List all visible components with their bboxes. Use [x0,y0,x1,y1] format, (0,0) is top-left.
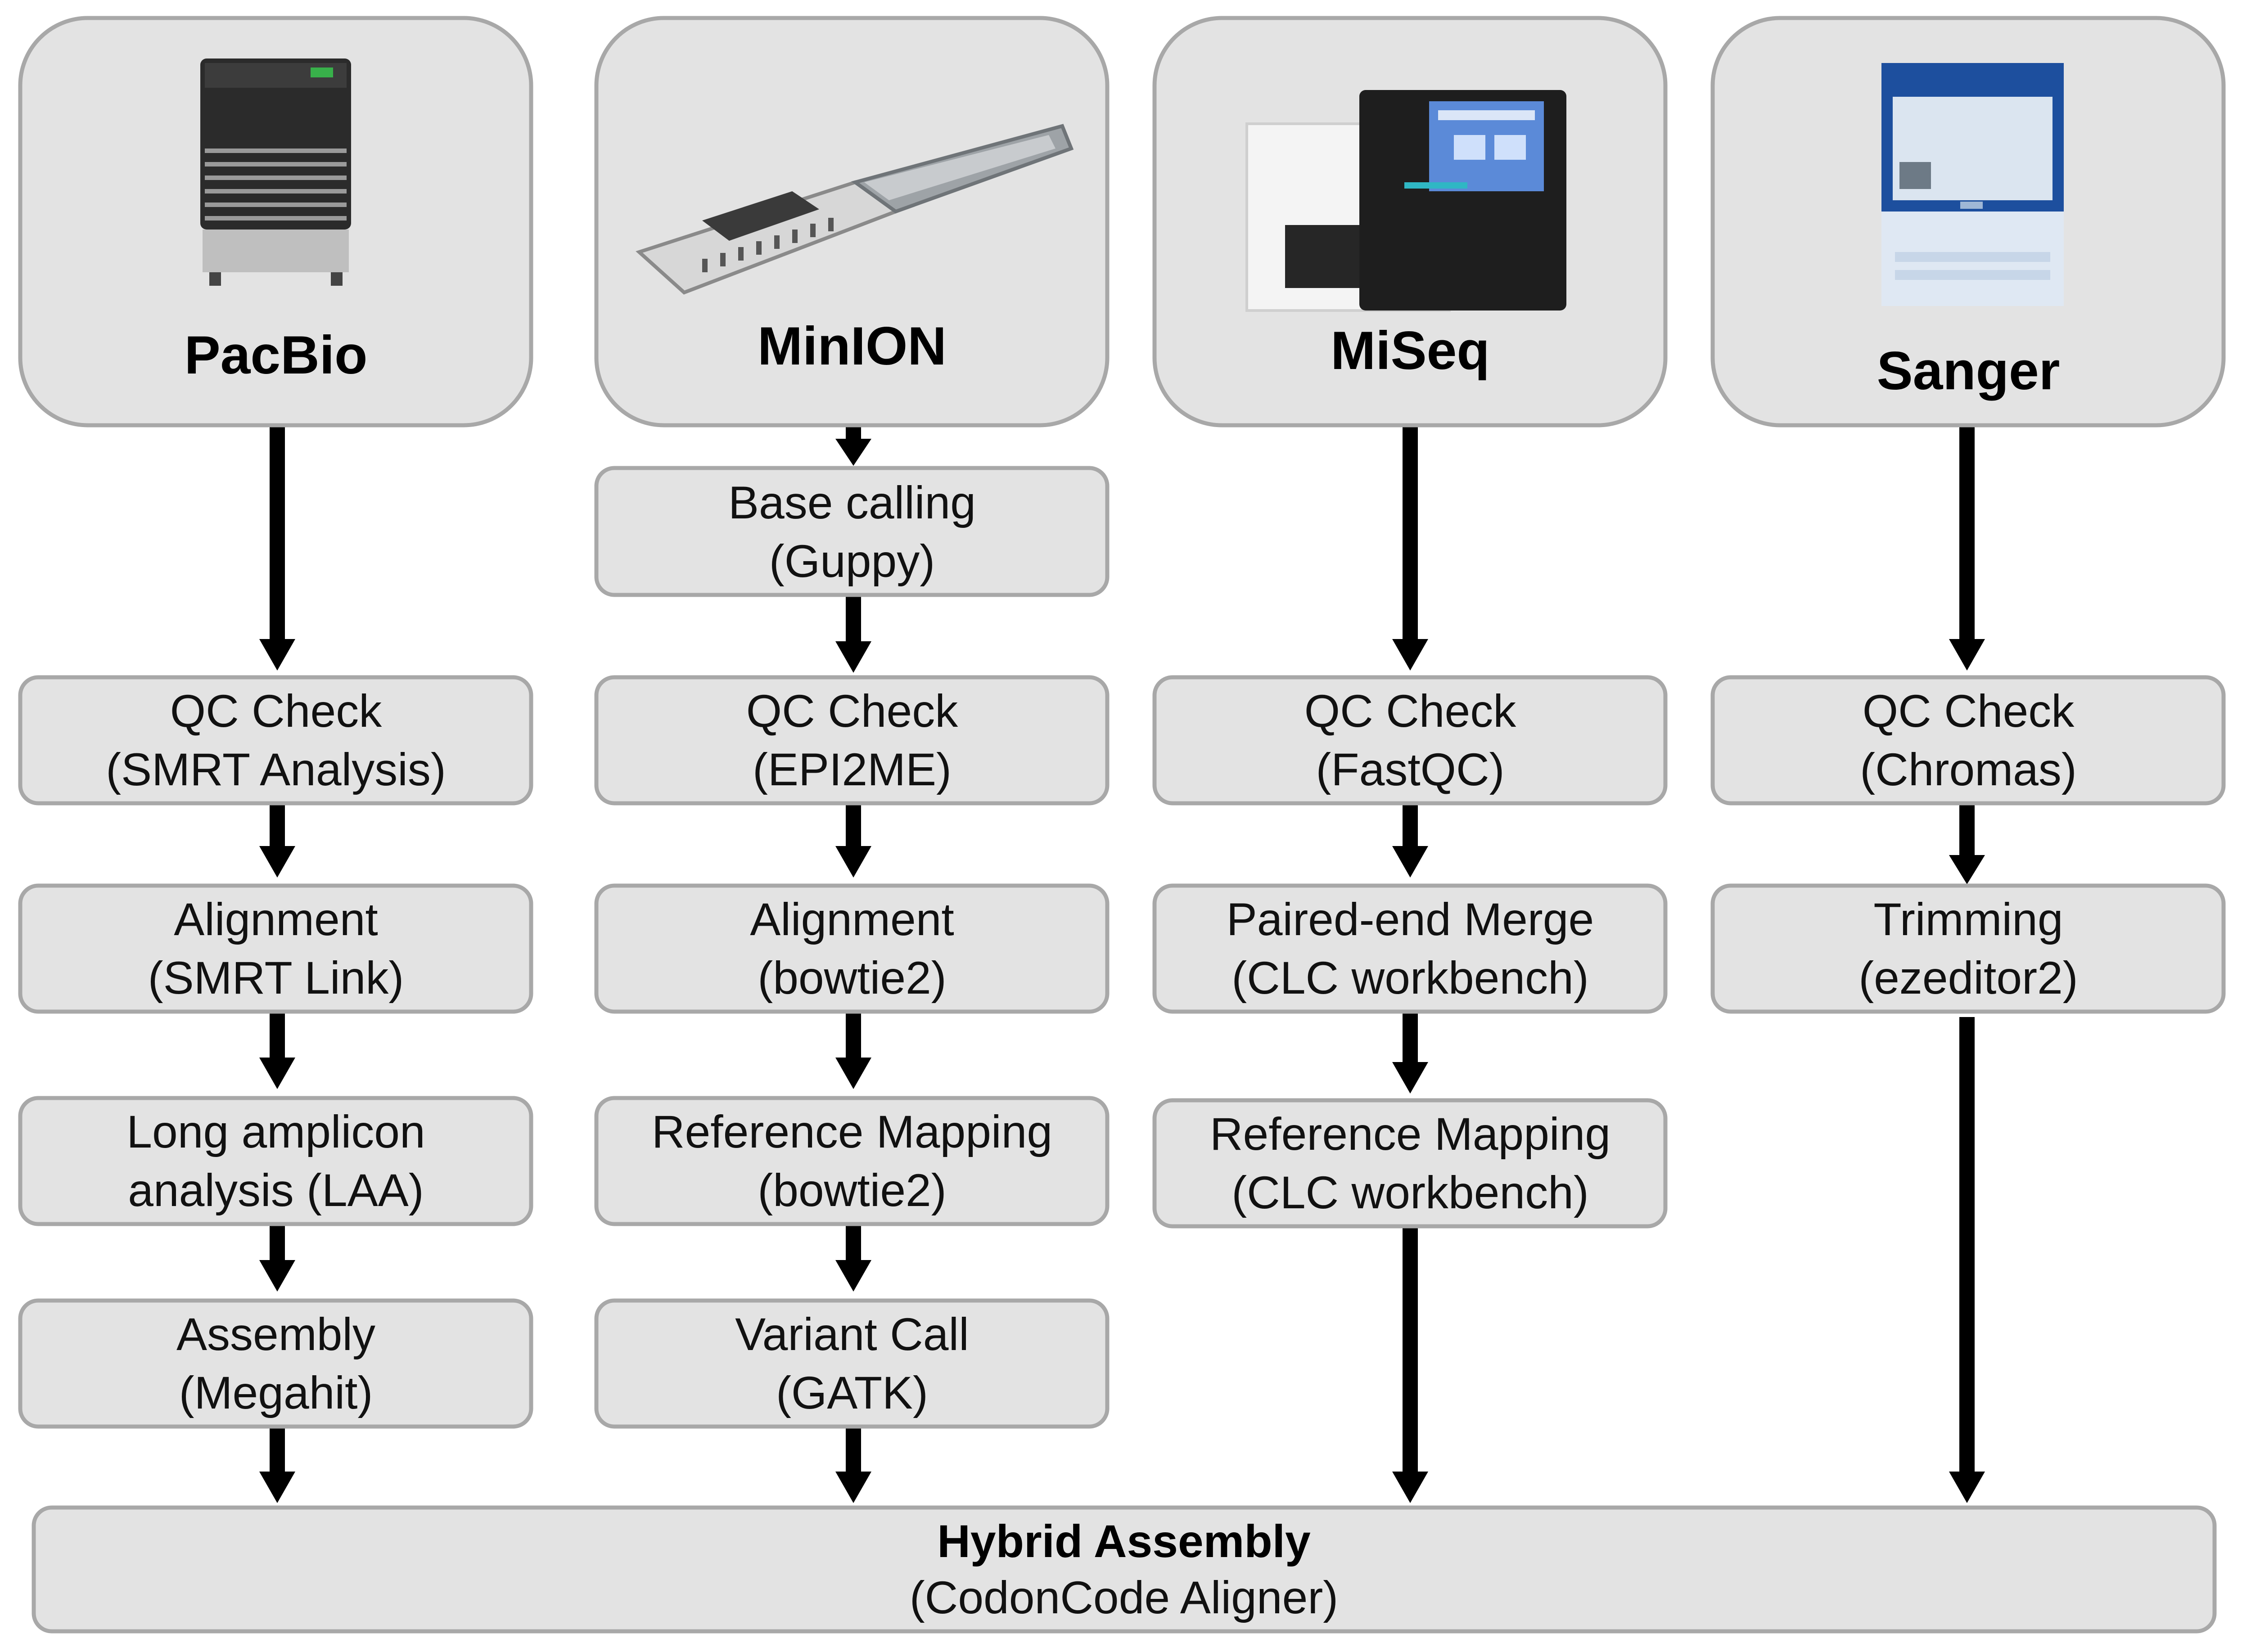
minion-device-icon [636,124,1074,295]
arrow-minion-mapping-to-variant-head [835,1260,871,1292]
arrow-miseq-mapping-to-hybrid-head [1392,1472,1428,1503]
step-line1: Paired-end Merge [1227,894,1594,945]
step-box-sanger-trimming: Trimming (ezeditor2) [1710,883,2226,1014]
step-box-minion-variant: Variant Call (GATK) [594,1298,1110,1429]
step-box-miseq-merge: Paired-end Merge (CLC workbench) [1152,883,1668,1014]
sanger-steps: QC Check (Chromas) Trimming (ezeditor2) [1710,675,2226,1014]
step-box-miseq-mapping: Reference Mapping (CLC workbench) [1152,1098,1668,1229]
arrow-miseq-qc-to-merge-head [1392,846,1428,878]
hybrid-title: Hybrid Assembly [937,1516,1311,1567]
pacbio-sequencer-icon [200,59,351,286]
step-line1: Alignment [174,894,378,945]
hybrid-assembly-box: Hybrid Assembly (CodonCode Aligner) [32,1505,2217,1634]
step-line2: (CLC workbench) [1232,1167,1589,1218]
platform-title-sanger: Sanger [1877,341,2060,401]
arrow-pacbio-laa-to-assembly-head [259,1260,295,1292]
step-box-minion-mapping: Reference Mapping (bowtie2) [594,1096,1110,1226]
arrow-minion-basecall-to-qc-head [835,641,871,673]
step-box-minion-basecalling: Base calling (Guppy) [594,466,1110,597]
step-box-miseq-qc: QC Check (FastQC) [1152,675,1668,806]
platform-title-pacbio: PacBio [185,325,368,385]
step-line1: Variant Call [735,1309,969,1360]
pacbio-steps: QC Check (SMRT Analysis) Alignment (SMRT… [18,675,533,1429]
step-line1: QC Check [170,685,382,737]
step-line1: QC Check [1304,685,1516,737]
arrow-minion-header-to-basecall-head [835,439,871,466]
arrow-pacbio-align-to-laa-head [259,1058,295,1089]
step-line2: (SMRT Analysis) [106,744,446,795]
step-box-sanger-qc: QC Check (Chromas) [1710,675,2226,806]
arrow-pacbio-header-to-qc-head [259,639,295,671]
sanger-sequencer-icon [1881,63,2064,306]
arrows [259,425,1985,1503]
arrow-pacbio-qc-to-align-head [259,846,295,878]
step-box-minion-qc: QC Check (EPI2ME) [594,675,1110,806]
hybrid-subtitle: (CodonCode Aligner) [910,1572,1339,1623]
arrow-sanger-header-to-qc-head [1949,639,1985,671]
step-line1: QC Check [746,685,958,737]
platform-title-miseq: MiSeq [1331,320,1489,381]
step-box-pacbio-qc: QC Check (SMRT Analysis) [18,675,533,806]
platform-card-sanger: Sanger [1710,16,2226,428]
step-line2: (bowtie2) [758,952,947,1004]
minion-steps: Base calling (Guppy) QC Check (EPI2ME) A… [594,466,1110,1429]
miseq-sequencer-icon [1245,90,1566,312]
miseq-steps: QC Check (FastQC) Paired-end Merge (CLC … [1152,675,1668,1229]
step-line1: Reference Mapping [652,1106,1052,1157]
step-box-pacbio-assembly: Assembly (Megahit) [18,1298,533,1429]
platform-title-minion: MinION [758,316,947,376]
step-line1: Trimming [1873,894,2063,945]
arrow-pacbio-assembly-to-hybrid-head [259,1472,295,1503]
step-line2: (EPI2ME) [753,744,952,795]
step-line2: (Chromas) [1860,744,2077,795]
step-line2: (GATK) [776,1367,928,1418]
step-box-pacbio-alignment: Alignment (SMRT Link) [18,883,533,1014]
step-line1: QC Check [1863,685,2075,737]
step-box-pacbio-laa: Long amplicon analysis (LAA) [18,1096,533,1226]
step-line1: Alignment [750,894,954,945]
step-line2: (Megahit) [179,1367,373,1418]
step-line1: Reference Mapping [1210,1108,1610,1160]
arrow-minion-align-to-mapping-head [835,1058,871,1089]
arrow-miseq-merge-to-mapping-head [1392,1062,1428,1094]
step-line2: (ezeditor2) [1859,952,2078,1004]
step-box-minion-alignment: Alignment (bowtie2) [594,883,1110,1014]
step-line2: analysis (LAA) [128,1165,424,1216]
step-line2: (CLC workbench) [1232,952,1589,1004]
arrow-minion-qc-to-align-head [835,846,871,878]
step-line2: (bowtie2) [758,1165,947,1216]
step-line1: Long amplicon [126,1106,425,1157]
step-line2: (FastQC) [1316,744,1504,795]
arrow-sanger-qc-to-trim-head [1949,855,1985,884]
platform-card-minion: MinION [594,16,1110,428]
step-line2: (Guppy) [769,536,935,587]
step-line1: Base calling [728,477,976,528]
arrow-minion-variant-to-hybrid-head [835,1472,871,1503]
platform-card-pacbio: PacBio [18,16,533,428]
arrow-sanger-trim-to-hybrid-head [1949,1472,1985,1503]
arrow-miseq-header-to-qc-head [1392,639,1428,671]
platform-card-miseq: MiSeq [1152,16,1668,428]
platform-headers: PacBio MinION [18,16,2226,428]
step-line1: Assembly [176,1309,375,1360]
step-line2: (SMRT Link) [148,952,404,1004]
